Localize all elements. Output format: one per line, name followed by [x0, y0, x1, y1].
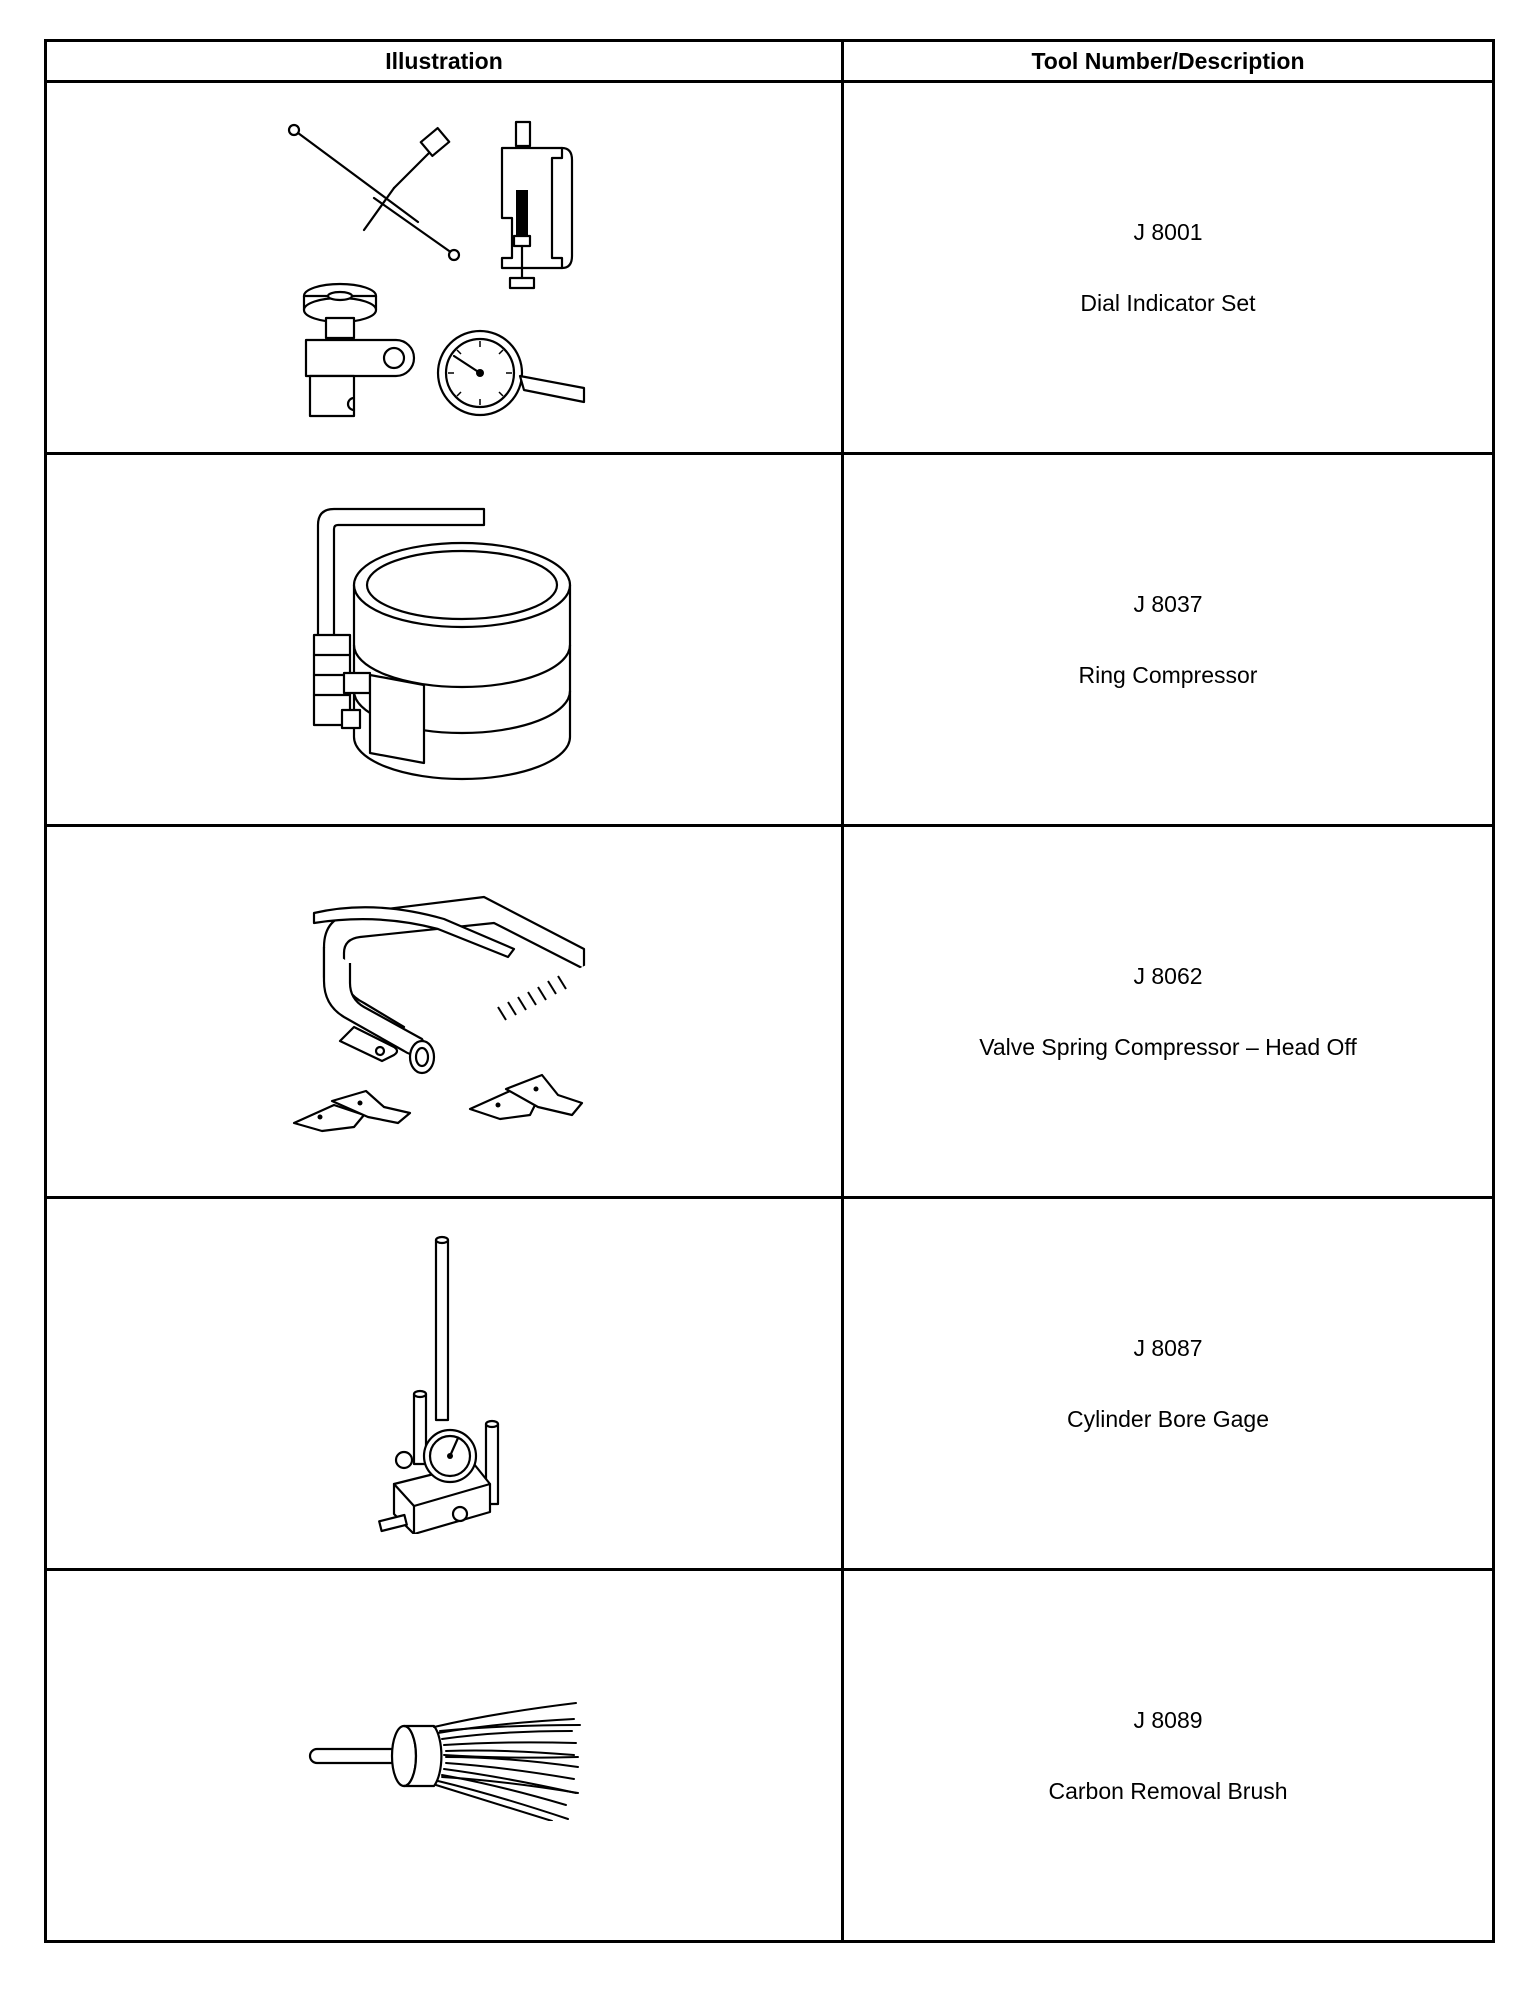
- tool-description: Ring Compressor: [1078, 661, 1258, 688]
- table-header-row: Illustration Tool Number/Description: [44, 39, 1495, 83]
- illustration-cell: [44, 452, 844, 827]
- ring-compressor-icon: [312, 507, 572, 780]
- cylinder-bore-gage-icon: [378, 1235, 500, 1534]
- table-row: J 8001 Dial Indicator Set: [44, 80, 1495, 455]
- tool-description-cell: J 8037 Ring Compressor: [841, 452, 1495, 827]
- tool-description-cell: J 8001 Dial Indicator Set: [841, 80, 1495, 455]
- tool-number: J 8037: [1133, 590, 1203, 617]
- table-row: J 8062 Valve Spring Compressor – Head Of…: [44, 824, 1495, 1199]
- tool-description-cell: J 8087 Cylinder Bore Gage: [841, 1196, 1495, 1571]
- header-illustration: Illustration: [44, 39, 844, 83]
- tool-description: Carbon Removal Brush: [1048, 1777, 1288, 1804]
- tool-description: Dial Indicator Set: [1080, 289, 1256, 316]
- dial-indicator-set-icon: [287, 120, 586, 417]
- table-row: J 8037 Ring Compressor: [44, 452, 1495, 827]
- header-tool-number-description: Tool Number/Description: [841, 39, 1495, 83]
- tool-description: Cylinder Bore Gage: [1067, 1405, 1269, 1432]
- carbon-removal-brush-icon: [308, 1701, 581, 1821]
- illustration-cell: [44, 1196, 844, 1571]
- tool-number: J 8087: [1133, 1334, 1203, 1361]
- special-tools-table: Illustration Tool Number/Description: [44, 39, 1495, 1943]
- illustration-cell: [44, 80, 844, 455]
- valve-spring-compressor-icon: [292, 895, 590, 1132]
- tool-description-cell: J 8089 Carbon Removal Brush: [841, 1568, 1495, 1943]
- tool-description: Valve Spring Compressor – Head Off: [979, 1033, 1357, 1060]
- tool-number: J 8062: [1133, 962, 1203, 989]
- tool-number: J 8001: [1133, 218, 1203, 245]
- illustration-cell: [44, 824, 844, 1199]
- tool-description-cell: J 8062 Valve Spring Compressor – Head Of…: [841, 824, 1495, 1199]
- tool-number: J 8089: [1133, 1706, 1203, 1733]
- table-row: J 8087 Cylinder Bore Gage: [44, 1196, 1495, 1571]
- illustration-cell: [44, 1568, 844, 1943]
- table-row: J 8089 Carbon Removal Brush: [44, 1568, 1495, 1943]
